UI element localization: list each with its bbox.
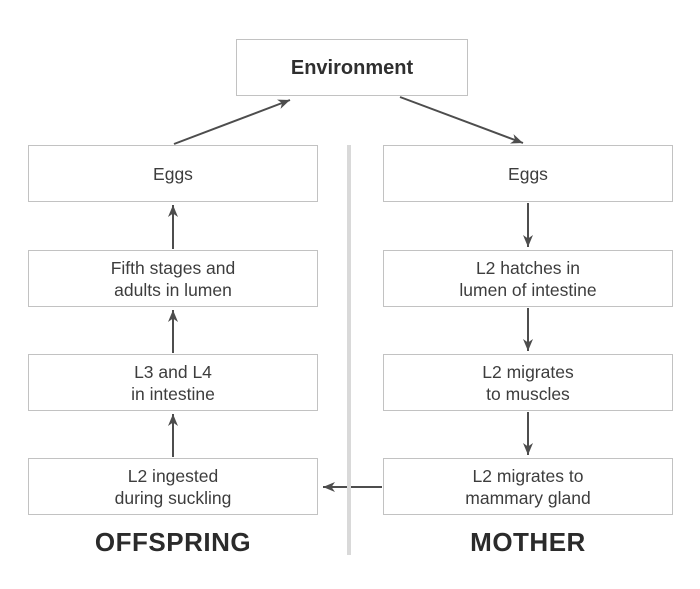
arrow-offspring-eggs-to-environment <box>173 99 291 145</box>
box-offspring-fifth-stages-label: Fifth stages and adults in lumen <box>110 257 236 300</box>
box-offspring-fifth-stages: Fifth stages and adults in lumen <box>28 250 318 307</box>
box-offspring-l3-l4: L3 and L4 in intestine <box>28 354 318 411</box>
box-mother-eggs-label: Eggs <box>508 163 548 184</box>
box-offspring-l2-ingested: L2 ingested during suckling <box>28 458 318 515</box>
box-mother-l2-hatches: L2 hatches in lumen of intestine <box>383 250 673 307</box>
box-environment: Environment <box>236 39 468 96</box>
box-mother-l2-muscles-label: L2 migrates to muscles <box>482 361 574 404</box>
box-mother-l2-muscles: L2 migrates to muscles <box>383 354 673 411</box>
box-mother-l2-mammary-label: L2 migrates to mammary gland <box>465 465 591 508</box>
column-divider <box>347 145 351 555</box>
heading-mother: MOTHER <box>470 527 586 557</box>
box-offspring-l2-ingested-label: L2 ingested during suckling <box>114 465 232 508</box>
box-mother-l2-mammary: L2 migrates to mammary gland <box>383 458 673 515</box>
box-environment-label: Environment <box>290 56 414 79</box>
arrow-environment-to-mother-eggs <box>399 96 524 144</box>
box-mother-eggs: Eggs <box>383 145 673 202</box>
box-mother-l2-hatches-label: L2 hatches in lumen of intestine <box>459 257 597 300</box>
box-offspring-l3-l4-label: L3 and L4 in intestine <box>131 361 215 404</box>
box-offspring-eggs: Eggs <box>28 145 318 202</box>
box-offspring-eggs-label: Eggs <box>153 163 193 184</box>
heading-offspring: OFFSPRING <box>94 527 252 557</box>
